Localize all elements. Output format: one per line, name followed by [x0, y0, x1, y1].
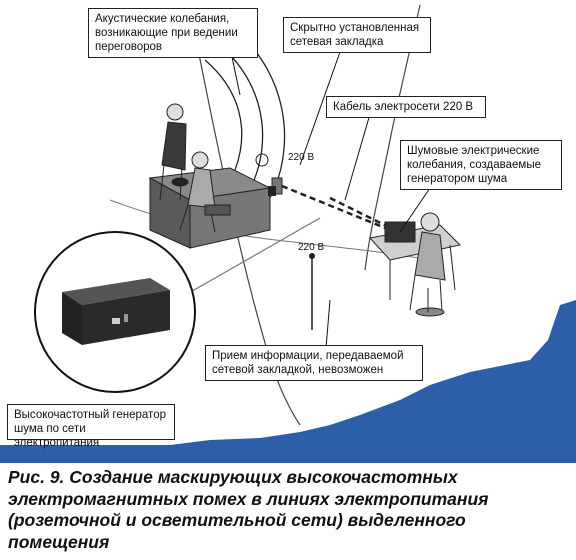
sound-wave-2 — [219, 44, 264, 186]
callout-generator: Высокочастотный генератор шума по сети э… — [7, 404, 175, 449]
callout-noise: Шумовые электрические колебания, создава… — [400, 140, 562, 190]
callout-bug: Скрытно установленная сетевая закладка — [283, 17, 431, 53]
callout-acoustic: Акустические колебания, возникающие при … — [88, 8, 258, 58]
office-scene — [148, 103, 272, 249]
leader-cable — [344, 113, 371, 201]
leader-acoustic — [231, 56, 241, 96]
leader-noise — [399, 187, 431, 233]
callout-cable: Кабель электросети 220 В — [326, 96, 486, 118]
bug-icon — [255, 153, 269, 167]
leader-bug — [299, 51, 341, 166]
figure-illustration: 220 В 220 В — [0, 0, 576, 445]
voltage-label-left: 220 В — [288, 152, 314, 163]
room-wall-outline — [189, 7, 301, 426]
dashed-power-line — [281, 184, 396, 234]
caption-area: Рис. 9. Создание маскирующих высокочасто… — [0, 463, 576, 560]
generator-line — [179, 217, 321, 299]
network-bug — [268, 186, 276, 196]
dashed-noise-line — [329, 196, 426, 247]
eavesdropper-scene — [369, 212, 462, 317]
sound-wave-1 — [204, 59, 243, 171]
noise-generator-device — [62, 278, 170, 345]
figure-caption: Рис. 9. Создание маскирующих высокочасто… — [8, 467, 489, 552]
voltage-label-right: 220 В — [298, 242, 324, 253]
callout-reception: Прием информации, передаваемой сетевой з… — [205, 345, 423, 381]
